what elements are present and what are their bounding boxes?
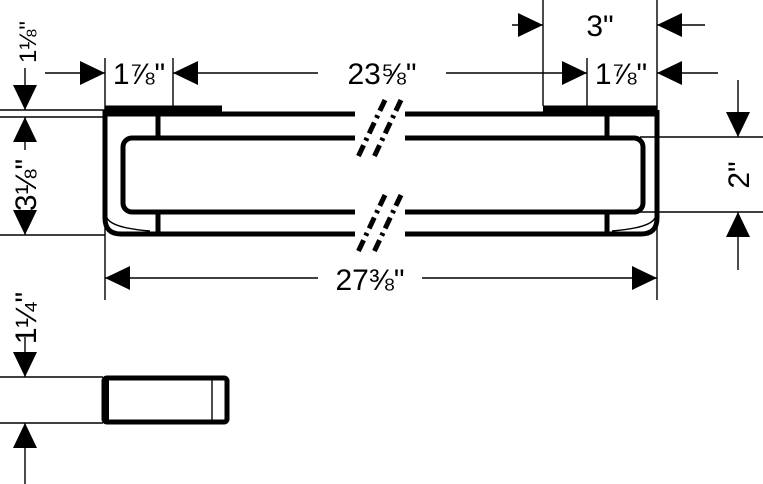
dimension-left-heights: 1⅛" 3⅛" [10, 21, 43, 235]
towel-bar-profile-view [101, 375, 230, 425]
label-inner-height: 2" [723, 161, 756, 188]
towel-bar-front-view [102, 98, 660, 255]
label-overall-length: 27⅜" [335, 264, 404, 297]
label-right-end-width: 1⅞" [595, 58, 647, 91]
label-right-mount-width: 3" [586, 10, 613, 43]
dimension-inner-height: 2" [723, 80, 756, 270]
dimension-profile-depth: 1¼" [10, 292, 43, 484]
label-top-overlap: 1⅛" [15, 21, 42, 63]
dimension-overall-length: 27⅜" [105, 264, 657, 297]
dimension-top-row: 1⅞" 23⅝" 1⅞" [45, 58, 718, 91]
label-center-span: 23⅝" [347, 58, 416, 91]
label-overall-height: 3⅛" [10, 159, 43, 211]
dimension-right-mount-width: 3" [512, 10, 705, 43]
label-left-end-width: 1⅞" [113, 58, 165, 91]
break-marks [355, 98, 405, 255]
label-profile-depth: 1¼" [10, 292, 43, 344]
